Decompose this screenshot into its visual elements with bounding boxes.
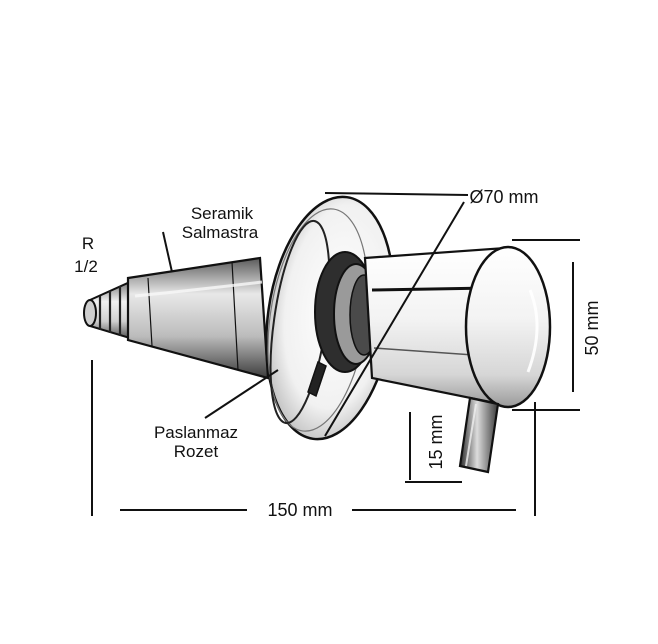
ceramic-seal-label-line1: Seramik bbox=[191, 204, 254, 223]
diameter-dimension-label: Ø70 mm bbox=[469, 187, 538, 207]
lever-dimension-label: 15 mm bbox=[426, 414, 446, 469]
threaded-inlet bbox=[83, 280, 131, 340]
length-dimension-label: 150 mm bbox=[267, 500, 332, 520]
height-dimension-label: 50 mm bbox=[582, 300, 602, 355]
ceramic-stem bbox=[126, 256, 270, 380]
rosette-tab bbox=[307, 360, 327, 398]
rosette-label-line1: Paslanmaz bbox=[154, 423, 238, 442]
thread-size-label-line1: R bbox=[82, 234, 94, 253]
dimension-lines bbox=[91, 192, 580, 516]
ceramic-seal-label-line2: Salmastra bbox=[182, 223, 259, 242]
thread-size-label-line2: 1/2 bbox=[74, 257, 98, 276]
lever-handle bbox=[458, 396, 500, 474]
valve-body bbox=[363, 245, 552, 409]
rosette-label-line2: Rozet bbox=[174, 442, 219, 461]
